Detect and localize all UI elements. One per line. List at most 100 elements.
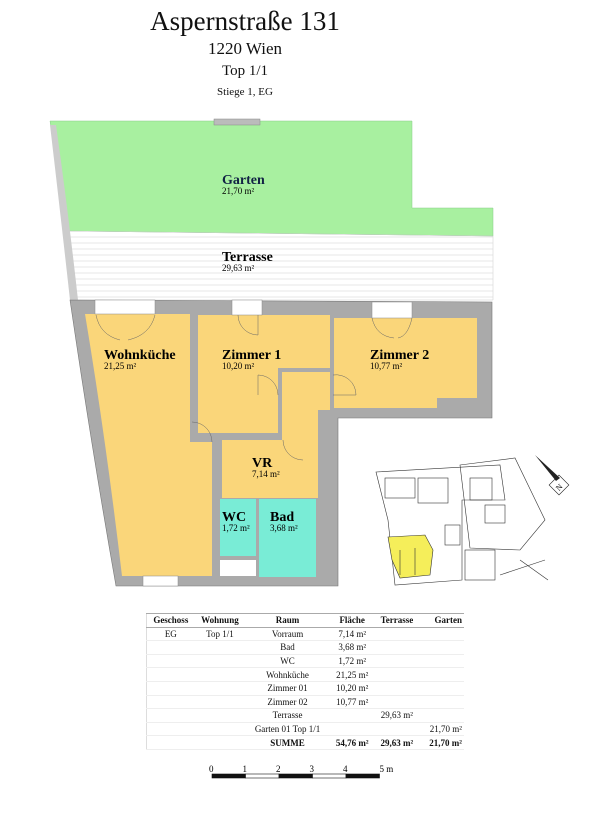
table-cell [194, 695, 246, 710]
table-cell: 3,68 m² [329, 640, 375, 655]
floor-plan: Garten 21,70 m² Terrasse 29,63 m² Wohnkü… [49, 118, 570, 587]
table-cell [374, 722, 420, 737]
table-cell [374, 640, 420, 655]
table-cell: 1,72 m² [329, 654, 375, 669]
table-cell [146, 681, 195, 696]
page-title: Aspernstraße 131 [150, 6, 340, 36]
table-cell: WC [245, 654, 330, 669]
room-zimmer2 [334, 318, 477, 408]
table-cell [419, 654, 464, 669]
table-cell: 10,77 m² [329, 695, 375, 710]
table-cell: 21,25 m² [329, 667, 375, 682]
table-cell [146, 654, 195, 669]
scale-segment [245, 773, 280, 779]
table-cell: 7,14 m² [329, 627, 375, 642]
table-cell [146, 722, 195, 737]
table-cell [194, 735, 246, 750]
table-cell: Wohnküche [245, 667, 330, 682]
room-zimmer1 [198, 315, 330, 433]
windows [94, 299, 413, 587]
vr-area: 7,14 m² [252, 469, 280, 479]
garden-gate [213, 118, 261, 126]
table-cell [419, 640, 464, 655]
terrace-area [65, 230, 494, 301]
table-cell [374, 654, 420, 669]
scale-segment [345, 773, 380, 779]
table-cell [374, 695, 420, 710]
room-wc [220, 499, 256, 556]
table-cell [374, 681, 420, 696]
column-header: Garten [419, 613, 464, 628]
wc-label: WC [222, 510, 246, 525]
table-cell [374, 667, 420, 682]
table-cell [146, 695, 195, 710]
door-swings [95, 314, 413, 461]
table-cell [194, 722, 246, 737]
bad-area: 3,68 m² [270, 523, 298, 533]
table-cell [194, 708, 246, 723]
table-cell: 10,20 m² [329, 681, 375, 696]
scale-segment [312, 773, 347, 779]
terrasse-label: Terrasse [222, 250, 273, 265]
table-cell [419, 695, 464, 710]
column-header: Wohnung [194, 613, 246, 628]
column-header: Geschoss [146, 613, 195, 628]
table-cell [146, 667, 195, 682]
table-cell [329, 722, 375, 737]
table-cell [194, 667, 246, 682]
table-cell: Vorraum [245, 627, 330, 642]
table-cell [194, 654, 246, 669]
scale-label: 2 [276, 764, 281, 774]
column-header: Terrasse [374, 613, 420, 628]
table-cell: 29,63 m² [374, 735, 420, 750]
table-cell [146, 708, 195, 723]
table-cell: 29,63 m² [374, 708, 420, 723]
city: 1220 Wien [207, 39, 283, 58]
wohnkueche-label: Wohnküche [104, 348, 176, 363]
zimmer2-area: 10,77 m² [370, 361, 403, 371]
zimmer1-label: Zimmer 1 [222, 348, 281, 363]
table-cell [194, 681, 246, 696]
scale-segment [278, 773, 313, 779]
column-header: Raum [245, 613, 330, 628]
scale-label: 4 [343, 764, 348, 774]
table-cell: Terrasse [245, 708, 330, 723]
north-arrow-icon: N [535, 455, 570, 496]
table-cell [146, 735, 195, 750]
key-map [375, 457, 549, 586]
table-cell [419, 627, 464, 642]
table-cell: 21,70 m² [419, 735, 464, 750]
boundary-wall [50, 125, 78, 300]
table-cell [329, 708, 375, 723]
garten-label: Garten [222, 173, 265, 188]
unit-number: Top 1/1 [221, 63, 269, 79]
stair-floor: Stiege 1, EG [217, 86, 273, 98]
table-cell [374, 627, 420, 642]
scale-label: 3 [310, 764, 315, 774]
garden-area [49, 120, 494, 237]
table-cell [194, 640, 246, 655]
room-bad [259, 499, 316, 577]
column-header: Fläche [329, 613, 375, 628]
table-cell: SUMME [245, 735, 330, 750]
table-cell: Zimmer 02 [245, 695, 330, 710]
vr-label: VR [252, 456, 273, 471]
garten-area: 21,70 m² [222, 186, 255, 196]
north-label: N [554, 482, 565, 493]
table-cell: 54,76 m² [329, 735, 375, 750]
table-cell [419, 681, 464, 696]
terrasse-area: 29,63 m² [222, 263, 255, 273]
table-cell: 21,70 m² [419, 722, 464, 737]
room-vr [222, 372, 330, 498]
table-cell: Garten 01 Top 1/1 [245, 722, 330, 737]
table-cell: Bad [245, 640, 330, 655]
scale-segment [211, 773, 246, 779]
